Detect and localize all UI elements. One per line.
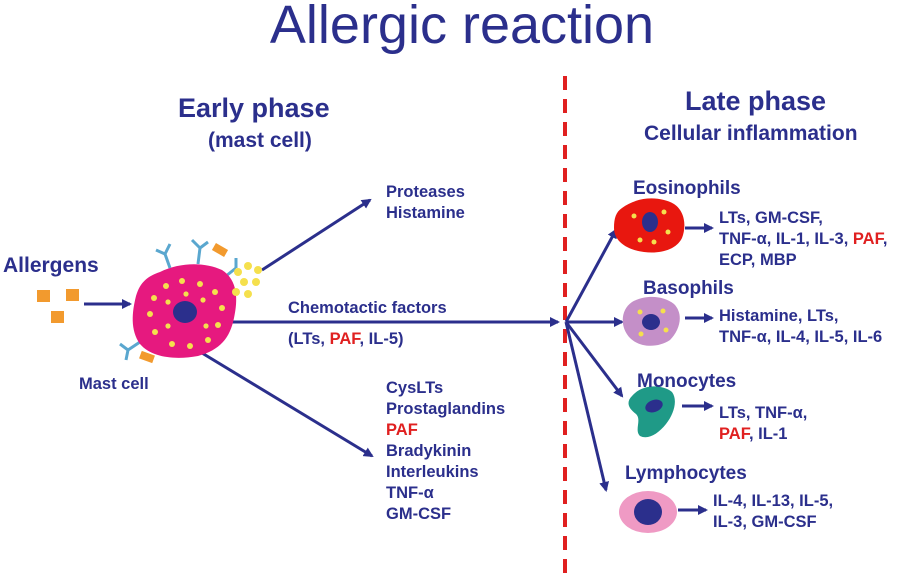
lymphocytes-line-2: IL-3, GM-CSF: [713, 513, 817, 531]
basophils-products: Histamine, LTs, TNF-α, IL-4, IL-5, IL-6: [719, 306, 882, 348]
mast-cell-label: Mast cell: [79, 375, 149, 393]
eosinophils-label: Eosinophils: [633, 178, 741, 199]
page-title: Allergic reaction: [269, 0, 655, 55]
chemotactic-close: , IL-5): [359, 330, 404, 348]
lymphocytes-products: IL-4, IL-13, IL-5, IL-3, GM-CSF: [713, 491, 833, 533]
eosinophils-line-2: TNF-α, IL-1, IL-3, PAF,: [719, 229, 887, 250]
product-interleukins: Interleukins: [386, 463, 479, 481]
eosinophils-line-2c: ,: [882, 230, 888, 248]
late-phase-title: Late phase: [685, 86, 827, 116]
product-gm-csf: GM-CSF: [386, 505, 452, 523]
eosinophils-line-1: LTs, GM-CSF,: [719, 209, 823, 227]
early-phase-title: Early phase: [178, 93, 330, 123]
allergen-particles: [37, 289, 79, 323]
arrow-to-lymphocytes: [564, 321, 610, 492]
eosinophil-cell: [614, 198, 685, 253]
product-proteases: Proteases: [386, 183, 465, 201]
lymphocytes-label: Lymphocytes: [625, 463, 747, 484]
chemotactic-open: (LTs,: [288, 330, 330, 348]
basophil-cell: [622, 296, 680, 346]
product-prostaglandins: Prostaglandins: [386, 400, 506, 418]
top-products-list: Proteases Histamine: [386, 182, 465, 224]
chemotactic-label: Chemotactic factors: [288, 299, 447, 317]
monocytes-paf: PAF: [719, 425, 749, 443]
product-paf: PAF: [386, 421, 418, 439]
product-histamine: Histamine: [386, 204, 465, 222]
bottom-products-list: CysLTs Prostaglandins PAF Bradykinin Int…: [386, 378, 505, 525]
arrow-to-bottom-products: [201, 351, 374, 458]
product-bradykinin: Bradykinin: [386, 442, 472, 460]
monocytes-line-1: LTs, TNF-α,: [719, 404, 808, 422]
allergens-label: Allergens: [3, 254, 99, 277]
monocytes-line-2: PAF, IL-1: [719, 424, 807, 445]
arrow-to-monocytes: [564, 321, 624, 398]
basophils-label: Basophils: [643, 278, 734, 299]
eosinophils-products: LTs, GM-CSF, TNF-α, IL-1, IL-3, PAF, ECP…: [719, 208, 887, 271]
monocytes-label: Monocytes: [637, 371, 737, 392]
eosinophils-line-3: ECP, MBP: [719, 251, 797, 269]
monocytes-line-2b: , IL-1: [748, 425, 788, 443]
chemotactic-factors-list: (LTs, PAF, IL-5): [288, 329, 404, 350]
lymphocytes-line-1: IL-4, IL-13, IL-5,: [713, 492, 834, 510]
product-cyslts: CysLTs: [386, 379, 444, 397]
late-phase-subtitle: Cellular inflammation: [644, 122, 858, 145]
lymphocyte-cell: [619, 491, 677, 533]
arrow-to-proteases: [261, 198, 372, 272]
mast-cell-graphic: [119, 238, 262, 364]
chemotactic-paf: PAF: [329, 330, 360, 348]
arrow-to-eosinophils: [564, 228, 618, 323]
basophils-line-1: Histamine, LTs,: [719, 307, 839, 325]
early-phase-subtitle: (mast cell): [208, 129, 312, 152]
eosinophils-paf: PAF: [852, 230, 883, 248]
eosinophils-line-2a: TNF-α, IL-1, IL-3,: [719, 230, 853, 248]
product-tnf-alpha: TNF-α: [386, 484, 434, 502]
monocyte-cell: [628, 386, 675, 438]
monocytes-products: LTs, TNF-α, PAF, IL-1: [719, 403, 807, 445]
basophils-line-2: TNF-α, IL-4, IL-5, IL-6: [719, 328, 883, 346]
